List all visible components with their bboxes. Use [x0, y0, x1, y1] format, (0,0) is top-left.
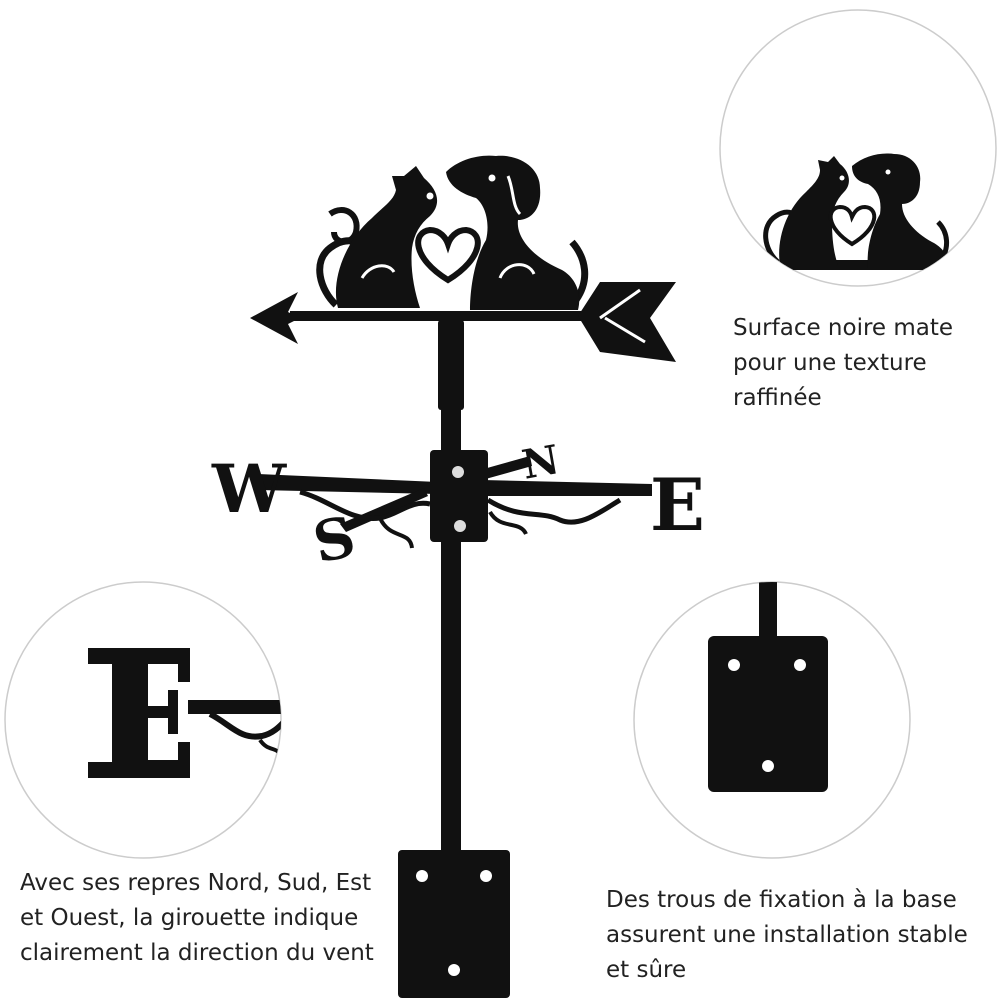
- cat-silhouette: [316, 166, 438, 308]
- caption-holes: Des trous de fixation à la base assurent…: [606, 883, 968, 988]
- mounting-hole: [416, 870, 428, 882]
- weathervane: W E N S: [211, 155, 705, 998]
- arrow-pointer: [250, 282, 676, 362]
- caption-line: pour une texture: [733, 350, 927, 376]
- caption-line: Des trous de fixation à la base: [606, 887, 957, 913]
- compass-cross: [258, 456, 652, 549]
- base-plate: [398, 850, 510, 998]
- caption-line: raffinée: [733, 385, 822, 411]
- mounting-hole: [448, 964, 460, 976]
- detail-circle-base: [633, 581, 911, 859]
- caption-line: assurent une installation stable: [606, 922, 968, 948]
- caption-line: clairement la direction du vent: [20, 940, 374, 966]
- caption-line: et sûre: [606, 957, 687, 983]
- center-bracket: [430, 450, 488, 542]
- dog-silhouette: [446, 155, 589, 310]
- compass-letter-east: E: [650, 462, 705, 547]
- pole-collar: [438, 320, 464, 410]
- detail-circle-compass: [4, 581, 282, 859]
- caption-line: Surface noire mate: [733, 315, 954, 341]
- compass-letter-north: N: [519, 436, 563, 489]
- mounting-hole: [480, 870, 492, 882]
- bolt-icon: [452, 466, 464, 478]
- caption-line: et Ouest, la girouette indique: [20, 905, 359, 931]
- caption-compass: Avec ses repres Nord, Sud, Est et Ouest,…: [20, 866, 374, 971]
- detail-circle-silhouette: [719, 9, 997, 287]
- bolt-icon: [454, 520, 466, 532]
- caption-line: Avec ses repres Nord, Sud, Est: [20, 870, 372, 896]
- heart-shape: [415, 226, 481, 284]
- caption-surface: Surface noire mate pour une texture raff…: [733, 311, 953, 416]
- compass-letter-west: W: [211, 450, 287, 528]
